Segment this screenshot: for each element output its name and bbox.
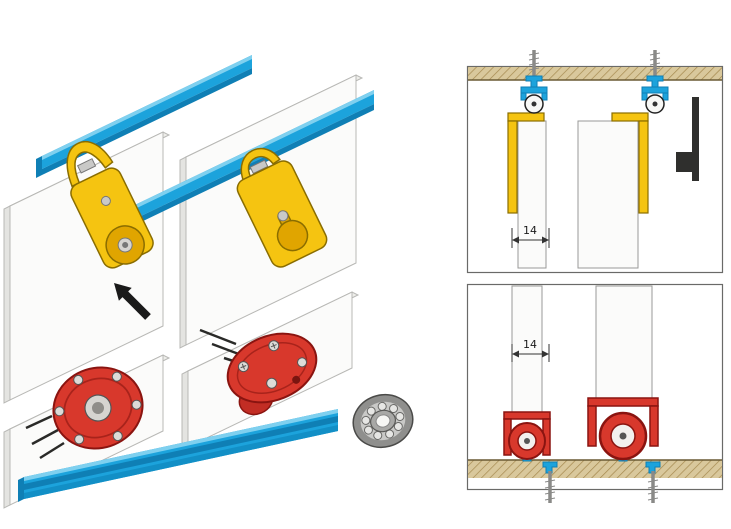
section-view-top: 14: [466, 50, 724, 274]
wheel-axle-back: [531, 101, 537, 107]
track-clips-top: [520, 75, 669, 101]
dimension-label-bottom: 14: [523, 338, 537, 351]
plate-screws: [237, 340, 308, 389]
hanger-nut: [76, 158, 97, 174]
hanger-roller-back: [66, 140, 154, 269]
section-door-front: [577, 120, 639, 269]
bottom-track: [18, 409, 338, 502]
dimension-top: 14: [511, 224, 550, 248]
keyhole-hole: [276, 219, 309, 252]
floor-screw-right: [647, 471, 659, 503]
ceiling-screw-left: [528, 50, 540, 80]
section-view-bottom: 14: [466, 283, 724, 503]
dimension-bottom: 14: [511, 338, 550, 362]
floor-screw-left: [544, 471, 556, 503]
dimension-label-top: 14: [523, 224, 537, 237]
ball-bearing: [352, 393, 414, 449]
side-bracket: [676, 97, 699, 181]
isometric-view: [3, 55, 414, 509]
bottom-roller-front: [587, 397, 659, 461]
upper-door-panel-left: [3, 131, 171, 404]
bearing-balls: [361, 401, 405, 440]
rim-screws: [54, 371, 142, 445]
hanger-screw: [100, 195, 111, 206]
section-bottom-frame: [466, 283, 724, 491]
bottom-roller-back: [503, 411, 551, 460]
section-hanger-front: [611, 112, 649, 214]
plate-hole: [292, 375, 301, 384]
section-door-back: [517, 120, 547, 269]
hanger-roller-front: [236, 147, 328, 268]
floor-roller-left: [52, 366, 144, 450]
hanger-nut: [249, 159, 269, 175]
section-hanger-back: [507, 112, 545, 214]
hanger-screw: [277, 210, 289, 222]
ceiling-screw-right: [649, 50, 661, 80]
section-door-front-lower: [595, 285, 653, 405]
floor-roller-right: [226, 332, 318, 404]
wheel-axle-front: [652, 101, 658, 107]
pointer-arrow: [114, 283, 151, 320]
